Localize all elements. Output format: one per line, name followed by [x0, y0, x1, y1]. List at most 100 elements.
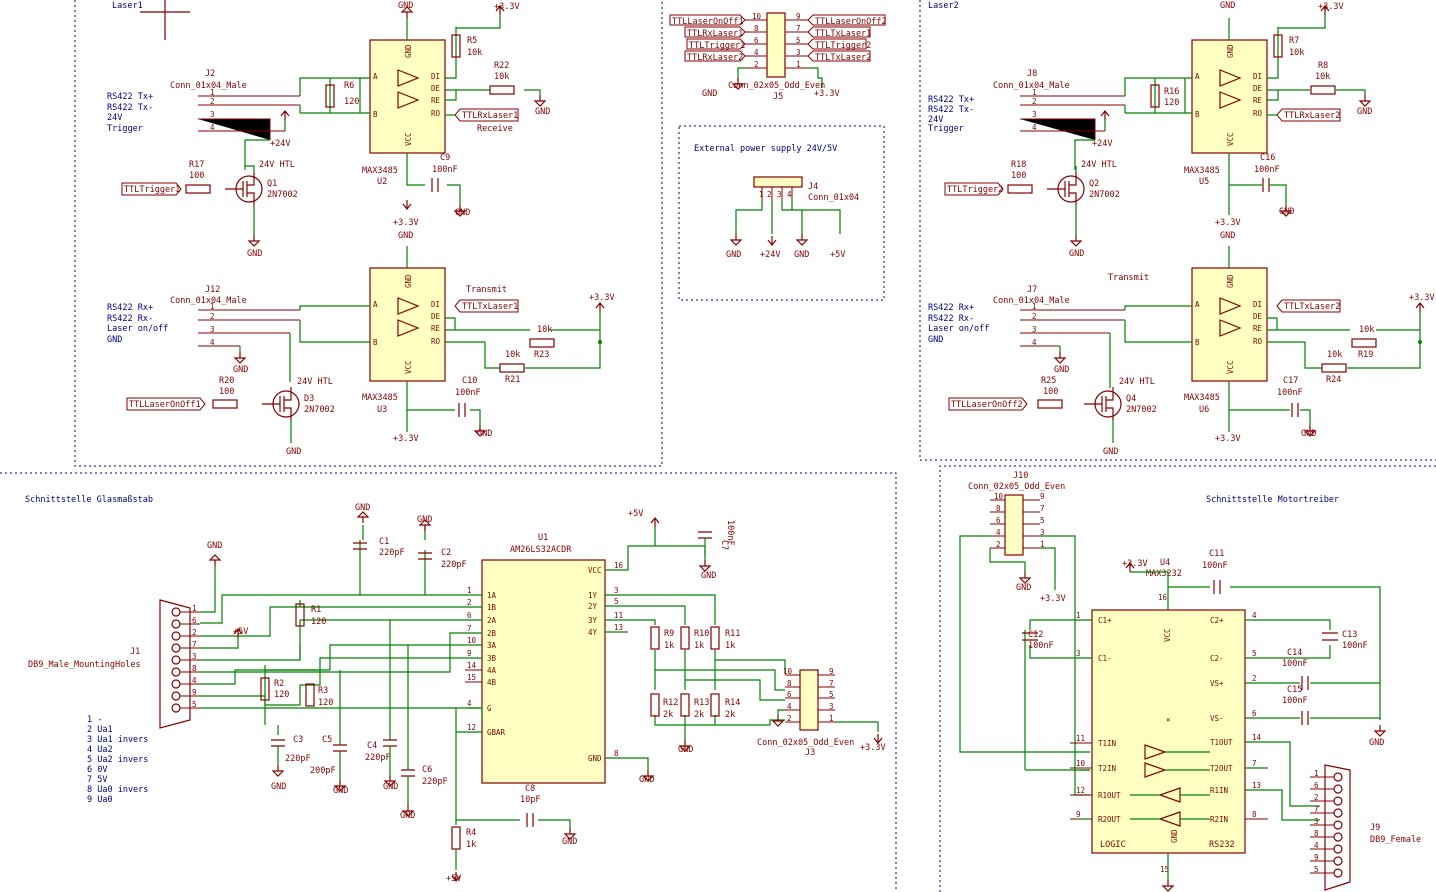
r4-resistor[interactable]	[451, 826, 461, 850]
laser2-transmit: A B DI DE RE RO GND VCC MAX3485 U6 +3.3V…	[928, 246, 1435, 457]
r22-resistor[interactable]	[489, 85, 515, 95]
c5-capacitor[interactable]	[333, 744, 347, 752]
u3-ctrl-wires	[445, 312, 601, 369]
u6-pin-vcc: VCC	[1226, 360, 1235, 374]
r21-resistor[interactable]	[499, 363, 525, 373]
u4-gnd-label: GND	[1369, 738, 1384, 748]
c7-capacitor[interactable]	[698, 531, 712, 539]
j5-flag-l2[interactable]	[684, 26, 746, 38]
j5-flag-l1[interactable]	[669, 14, 746, 26]
r10-value: 1k	[694, 641, 704, 651]
u2-max3485[interactable]	[369, 39, 446, 154]
j5-flag-r1[interactable]	[807, 14, 886, 26]
r5-resistor[interactable]	[451, 34, 461, 58]
c2-capacitor[interactable]	[418, 552, 432, 560]
u2-ref: U2	[377, 177, 387, 187]
ttlrxlaser2-label-flag[interactable]	[1276, 108, 1341, 122]
j1-db9-shell[interactable]	[159, 599, 191, 729]
u5-value: MAX3485	[1184, 166, 1220, 176]
j3-pin-9: 9	[829, 667, 834, 676]
u4-pin-number: 9	[1076, 810, 1081, 819]
power-frame	[678, 125, 885, 301]
r18-resistor[interactable]	[1007, 184, 1033, 194]
c15-capacitor[interactable]	[1301, 711, 1309, 725]
r13-resistor[interactable]	[680, 693, 690, 717]
c3-capacitor[interactable]	[271, 739, 285, 747]
r12-resistor[interactable]	[650, 693, 660, 717]
ttltxlaser1-label-flag[interactable]	[454, 299, 519, 313]
c10-capacitor[interactable]	[458, 403, 466, 417]
ttltrigger2-label-flag[interactable]	[944, 182, 1004, 196]
c15-ref: C15	[1287, 685, 1302, 695]
j3-body[interactable]	[799, 669, 819, 731]
c9-capacitor[interactable]	[431, 178, 439, 192]
c13-capacitor[interactable]	[1322, 632, 1338, 641]
c7-gnd-label: GND	[701, 571, 716, 581]
u1-gnd-label: GND	[639, 775, 654, 785]
c12-capacitor[interactable]	[1022, 632, 1038, 641]
c17-capacitor[interactable]	[1291, 403, 1299, 417]
u4-pin-name: VS-	[1210, 714, 1224, 723]
r24-resistor[interactable]	[1321, 363, 1347, 373]
r14-resistor[interactable]	[710, 693, 720, 717]
r17-resistor[interactable]	[185, 184, 211, 194]
ttllaseronoff1-label-flag[interactable]	[126, 397, 206, 411]
j10-body[interactable]	[1004, 494, 1024, 556]
ttllaseronoff2-label-flag[interactable]	[948, 397, 1028, 411]
j5-flag-r4[interactable]	[807, 50, 871, 62]
c1-capacitor[interactable]	[353, 542, 367, 550]
j5-body[interactable]	[766, 12, 786, 78]
u5-max3485[interactable]	[1191, 39, 1268, 154]
c4-capacitor[interactable]	[383, 739, 397, 747]
u6-max3485[interactable]	[1191, 267, 1268, 382]
r11-resistor[interactable]	[710, 626, 720, 650]
r1-resistor[interactable]	[295, 603, 305, 627]
j9-db9-shell[interactable]	[1324, 764, 1351, 891]
j7-line1: RS422 Rx+	[928, 303, 974, 313]
u4-pin-number: 7	[1252, 759, 1257, 768]
r17-value: 100	[189, 171, 204, 181]
r20-resistor[interactable]	[212, 399, 238, 409]
j7-pin2: 2	[1032, 312, 1037, 321]
r7-resistor[interactable]	[1273, 34, 1283, 58]
ttlrxlaser1-label-flag[interactable]	[454, 108, 519, 122]
r2-resistor[interactable]	[260, 677, 270, 701]
r10-resistor[interactable]	[680, 626, 690, 650]
j5-flag-r3[interactable]	[807, 38, 867, 50]
j4-body[interactable]	[753, 176, 803, 188]
j4-pin1: 1	[759, 190, 764, 199]
u3-max3485[interactable]	[369, 267, 446, 382]
j2-pins	[198, 95, 300, 140]
j5-flag-l4[interactable]	[684, 50, 746, 62]
c8-capacitor[interactable]	[526, 813, 534, 827]
c14-capacitor[interactable]	[1301, 676, 1309, 690]
r23-resistor[interactable]	[529, 338, 555, 348]
ttltxlaser2-label-flag[interactable]	[1276, 299, 1341, 313]
r6-resistor[interactable]	[325, 84, 335, 108]
u2-input-wires	[299, 77, 370, 114]
r8-resistor[interactable]	[1310, 85, 1336, 95]
r25-resistor[interactable]	[1037, 399, 1063, 409]
j5-flag-l3[interactable]	[686, 38, 746, 50]
r16-resistor[interactable]	[1150, 84, 1160, 108]
j12-pin2: 2	[210, 312, 215, 321]
r6-value: 120	[344, 97, 359, 107]
u1-pin-name: 2B	[487, 629, 497, 638]
c16-capacitor[interactable]	[1262, 178, 1270, 192]
j9-ref: J9	[1370, 823, 1380, 833]
c11-capacitor[interactable]	[1213, 580, 1221, 594]
r19-resistor[interactable]	[1351, 338, 1377, 348]
c6-capacitor[interactable]	[401, 769, 415, 777]
ttlrxlaser1-label: TTLRxLaser1	[462, 111, 518, 121]
j4-pin2: 2	[767, 190, 772, 199]
r4-value: 1k	[466, 840, 476, 850]
j5-wires	[737, 67, 823, 88]
r3-resistor[interactable]	[305, 683, 315, 707]
ttltrigger1-label-flag[interactable]	[121, 182, 182, 196]
u1-am26ls32[interactable]	[481, 559, 606, 784]
j5-vcc-label: +3.3V	[814, 89, 840, 99]
r9-resistor[interactable]	[650, 626, 660, 650]
j12-ref: J12	[205, 285, 220, 295]
j5-flag-r2[interactable]	[807, 26, 871, 38]
